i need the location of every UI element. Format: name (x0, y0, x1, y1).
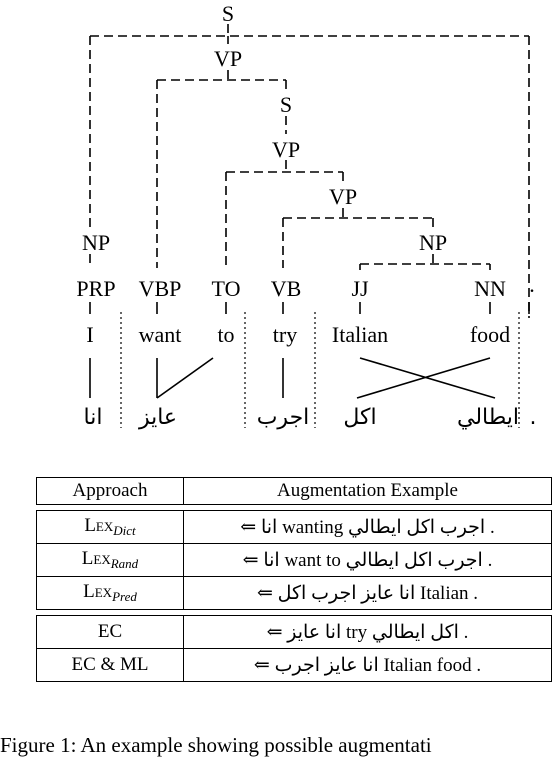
figure-caption: Figure 1: An example showing possible au… (0, 733, 432, 757)
arabic-word-agarrab: اجرب (257, 405, 310, 430)
word-i: I (86, 322, 93, 347)
table-row: EC & ML ⇐ انا عايز اجرب Italian food . (36, 648, 552, 682)
table-row: LexDict ⇐ انا wanting اجرب اكل ايطالي . (36, 510, 552, 544)
pos-to: TO (212, 276, 241, 301)
approach-cell: LexRand (36, 543, 184, 577)
table-row: LexPred ⇐ انا عايز اجرب اكل Italian . (36, 576, 552, 610)
pos-jj: JJ (351, 276, 369, 301)
pos-prp: PRP (76, 276, 115, 301)
arabic-word-italy: ايطالي (457, 405, 519, 430)
arabic-word-ayez: عايز (138, 405, 177, 430)
word-want: want (139, 322, 182, 347)
approach-cell: LexPred (36, 576, 184, 610)
pos-vb: VB (271, 276, 302, 301)
node-np-right: NP (419, 230, 447, 255)
word-try: try (273, 322, 297, 347)
example-cell: ⇐ انا want to اجرب اكل ايطالي . (183, 543, 552, 577)
word-italian: Italian (332, 322, 388, 347)
node-vp3: VP (329, 184, 357, 209)
approach-cell: LexDict (36, 510, 184, 544)
table-row: EC ⇐ انا عايز try اكل ايطالي . (36, 615, 552, 649)
pos-vbp: VBP (139, 276, 182, 301)
node-np-left: NP (82, 230, 110, 255)
arabic-word-akl: اكل (343, 405, 376, 430)
header-example: Augmentation Example (183, 477, 552, 505)
example-cell: ⇐ انا wanting اجرب اكل ايطالي . (183, 510, 552, 544)
pos-nn: NN (474, 276, 506, 301)
parse-tree: S VP S VP VP NP NP PRP VBP TO VB JJ NN .… (76, 1, 537, 430)
approach-cell: EC (36, 615, 184, 649)
node-vp1: VP (214, 46, 242, 71)
example-cell: ⇐ انا عايز try اكل ايطالي . (183, 615, 552, 649)
example-cell: ⇐ انا عايز اجرب اكل Italian . (183, 576, 552, 610)
node-s-top: S (222, 1, 234, 26)
node-vp2: VP (272, 137, 300, 162)
word-food: food (470, 322, 510, 347)
augmentation-table: Approach Augmentation Example LexDict ⇐ … (36, 477, 552, 682)
arabic-word-ana: انا (84, 405, 103, 430)
header-approach: Approach (36, 477, 184, 505)
approach-cell: EC & ML (36, 648, 184, 682)
example-cell: ⇐ انا عايز اجرب Italian food . (183, 648, 552, 682)
table-row: LexRand ⇐ انا want to اجرب اكل ايطالي . (36, 543, 552, 577)
pos-dot: . (529, 272, 535, 297)
word-to: to (217, 322, 234, 347)
node-s2: S (280, 92, 292, 117)
arabic-word-dot: . (530, 405, 537, 430)
